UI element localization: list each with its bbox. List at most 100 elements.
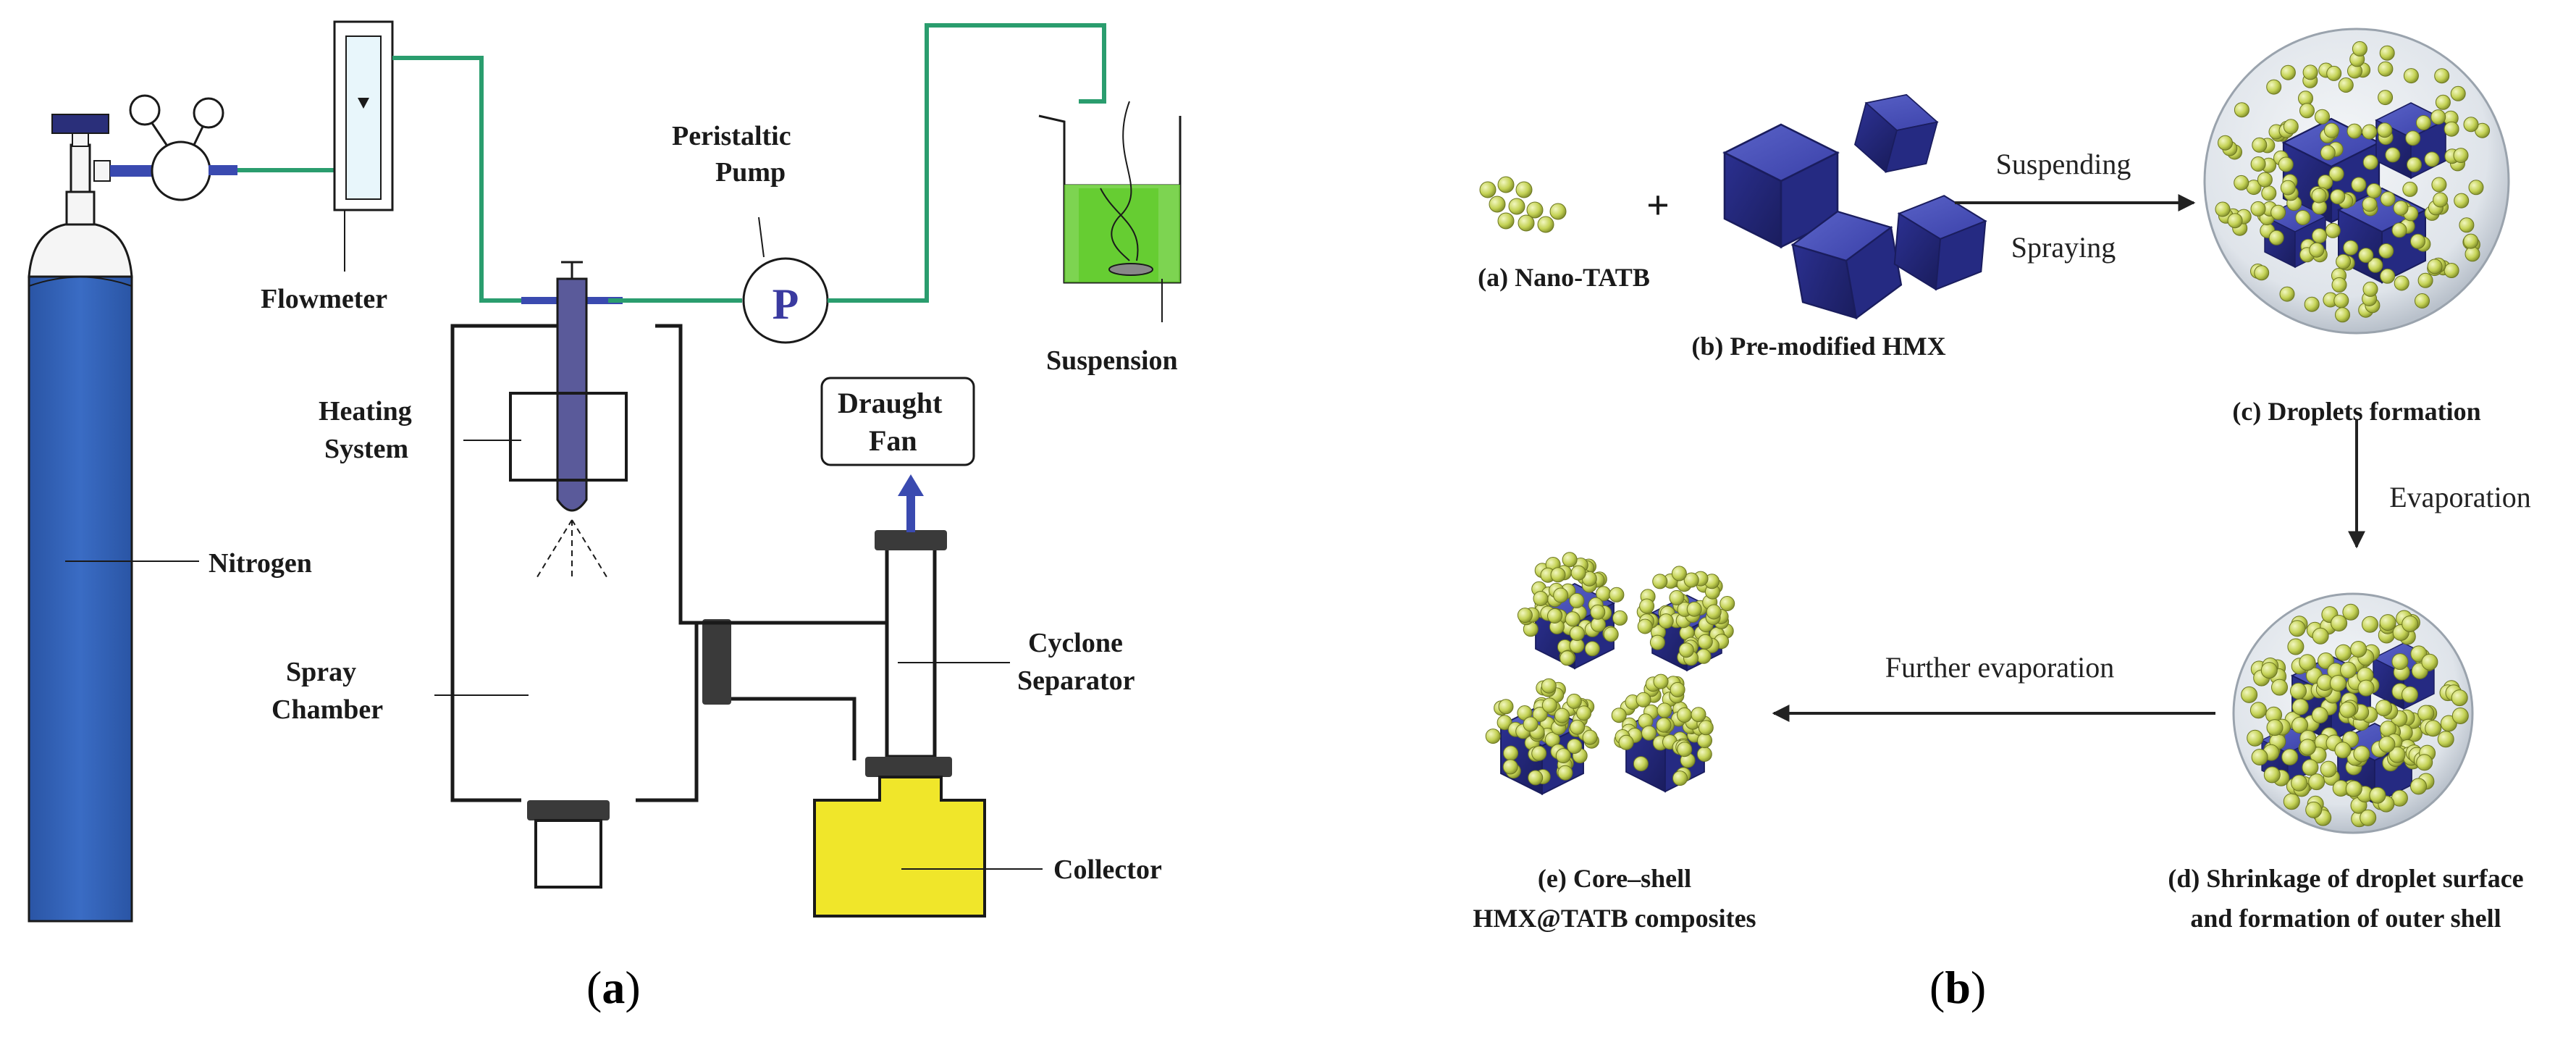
- tatb-particle: [2299, 103, 2315, 119]
- tatb-particle: [2459, 217, 2475, 233]
- suspension-beaker: [1038, 101, 1182, 322]
- tatb-particle: [2260, 662, 2278, 679]
- tatb-particle: [2299, 654, 2316, 671]
- tatb-particle: [2334, 742, 2352, 759]
- tatb-particle: [1609, 587, 1625, 603]
- tatb-particle: [1517, 608, 1533, 624]
- tatb-particle: [2360, 809, 2377, 826]
- tatb-particle: [2417, 272, 2433, 288]
- tatb-particle: [1669, 589, 1685, 605]
- tatb-particle: [2304, 296, 2320, 312]
- tatb-particle: [2352, 41, 2367, 56]
- tatb-particle: [2266, 719, 2284, 736]
- label-core-shell-1: (e) Core–shell: [1538, 864, 1691, 893]
- tatb-particle: [2312, 228, 2328, 244]
- label-nano-tatb: (a) Nano-TATB: [1478, 263, 1650, 292]
- tatb-particle: [2393, 200, 2409, 216]
- tatb-particle: [2369, 786, 2386, 804]
- tatb-particle: [2302, 759, 2319, 776]
- panel-b-process: +: [1473, 28, 2531, 1013]
- tatb-particle: [2330, 189, 2346, 205]
- tatb-particle: [2379, 45, 2395, 61]
- tatb-particle: [2417, 705, 2435, 722]
- tatb-particle: [2425, 720, 2442, 737]
- tatb-particle: [2320, 760, 2337, 778]
- label-heating-1: Heating: [319, 396, 412, 427]
- tatb-particle: [2427, 259, 2443, 274]
- tatb-particle: [1649, 634, 1665, 650]
- label-nitrogen: Nitrogen: [209, 548, 312, 579]
- tatb-particle: [2329, 675, 2346, 692]
- collector: [813, 776, 1043, 918]
- tatb-particle: [2336, 253, 2352, 269]
- tatb-particle: [2434, 68, 2450, 84]
- tatb-particle: [2312, 627, 2329, 645]
- feed-pipe: [828, 23, 1106, 303]
- tatb-particle: [2424, 151, 2440, 167]
- tatb-particle: [2249, 702, 2267, 719]
- tatb-particle: [1696, 648, 1712, 664]
- tatb-particle: [2410, 233, 2425, 249]
- label-flowmeter: Flowmeter: [261, 284, 387, 314]
- tatb-particle: [1566, 693, 1582, 709]
- tatb-particle: [2351, 177, 2367, 193]
- tatb-particle: [2394, 275, 2409, 291]
- tatb-particle: [2290, 682, 2307, 700]
- tatb-particle: [2453, 148, 2469, 164]
- tatb-particle: [2416, 754, 2433, 771]
- tatb-particle: [2261, 185, 2277, 201]
- tatb-particle: [2391, 653, 2409, 671]
- tatb-particle: [1686, 601, 1702, 617]
- label-peristaltic-1: Peristaltic: [672, 121, 791, 151]
- tatb-particle: [1576, 705, 1592, 721]
- tatb-particle: [1555, 748, 1571, 764]
- tatb-particle: [2343, 240, 2359, 256]
- tatb-particle: [2437, 731, 2454, 748]
- tatb-particle: [1603, 626, 1619, 642]
- tatb-particle: [2444, 121, 2459, 137]
- label-evaporation: Evaporation: [2389, 481, 2531, 513]
- tatb-particle: [2402, 181, 2418, 197]
- tatb-particle: [1531, 745, 1547, 761]
- tatb-particle: [1658, 613, 1674, 629]
- tatb-particle: [2451, 708, 2469, 724]
- tatb-particle: [1567, 739, 1583, 754]
- tatb-particle: [2378, 90, 2394, 106]
- tatb-particle: [1541, 678, 1557, 694]
- cyclone-connector: [681, 619, 887, 760]
- tatb-particle: [2271, 679, 2288, 696]
- tatb-particle: [1677, 707, 1692, 723]
- tatb-particle: [2278, 156, 2294, 172]
- tatb-particle: [1541, 697, 1557, 713]
- plus-sign: +: [1646, 183, 1670, 228]
- tatb-particle: [1691, 707, 1706, 723]
- tatb-particle: [1611, 708, 1627, 723]
- tatb-particle: [2362, 616, 2378, 633]
- label-spraying: Spraying: [2011, 231, 2116, 264]
- tatb-particle: [2331, 615, 2348, 631]
- tatb-particle: [2342, 603, 2360, 621]
- label-spray-1: Spray: [286, 657, 356, 687]
- panel-a-schematic: Flowmeter Peristaltic Pump P Suspension …: [28, 20, 1182, 1013]
- tatb-particle: [2375, 700, 2393, 717]
- label-further-evaporation: Further evaporation: [1885, 651, 2115, 684]
- nitrogen-cylinder: [28, 94, 237, 923]
- tatb-particle: [2287, 638, 2304, 655]
- tatb-particle: [2378, 243, 2394, 259]
- label-suspending: Suspending: [1996, 148, 2131, 180]
- tatb-particle: [1557, 765, 1573, 781]
- tatb-particle: [2250, 201, 2266, 217]
- tatb-particle: [2444, 263, 2459, 278]
- tatb-particle: [2252, 137, 2268, 153]
- tatb-particle: [1656, 717, 1672, 733]
- tatb-particle: [2402, 686, 2418, 703]
- tatb-particle: [1678, 642, 1694, 658]
- panel-b-tag: (b): [1929, 962, 1986, 1013]
- tatb-particle: [2450, 85, 2466, 101]
- label-collector: Collector: [1053, 855, 1162, 885]
- tatb-particle: [2431, 177, 2447, 193]
- label-shrinkage-2: and formation of outer shell: [2190, 904, 2501, 933]
- tatb-particle: [1569, 592, 1585, 608]
- tatb-particle: [1550, 567, 1566, 583]
